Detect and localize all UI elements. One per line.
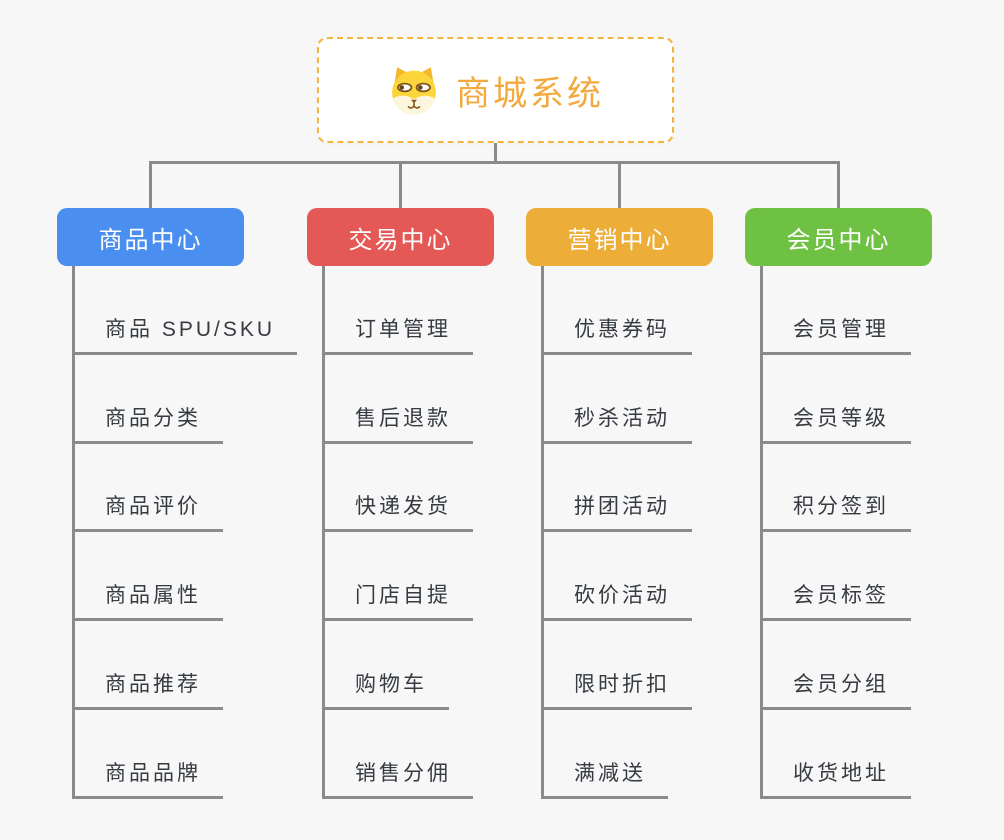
branch-member-center: 会员中心 会员管理 会员等级 积分签到 会员标签 会员分组 收货地址 (745, 208, 932, 799)
connector-drop-branch-3 (618, 161, 621, 208)
list-item: 商品推荐 (75, 621, 297, 710)
root-title: 商城系统 (456, 74, 604, 113)
leaf-topic[interactable]: 购物车 (325, 668, 449, 710)
leaf-list-product-center: 商品 SPU/SKU 商品分类 商品评价 商品属性 商品推荐 商品品牌 (72, 266, 298, 799)
list-item: 收货地址 (763, 710, 932, 799)
connector-bus (149, 161, 840, 164)
leaf-topic[interactable]: 售后退款 (325, 402, 473, 444)
leaf-topic[interactable]: 会员分组 (763, 668, 911, 710)
list-item: 订单管理 (325, 266, 494, 355)
list-item: 秒杀活动 (544, 355, 713, 444)
connector-drop-branch-1 (149, 161, 152, 208)
branch-trade-center: 交易中心 订单管理 售后退款 快递发货 门店自提 购物车 销售分佣 (307, 208, 494, 799)
branch-node-member-center[interactable]: 会员中心 (745, 208, 932, 266)
leaf-topic[interactable]: 商品品牌 (75, 757, 223, 799)
list-item: 积分签到 (763, 444, 932, 533)
branch-node-marketing-center[interactable]: 营销中心 (526, 208, 713, 266)
list-item: 会员管理 (763, 266, 932, 355)
leaf-topic[interactable]: 商品推荐 (75, 668, 223, 710)
leaf-topic[interactable]: 拼团活动 (544, 490, 692, 533)
connector-root-drop (494, 143, 497, 163)
dog-face-icon (392, 67, 436, 115)
leaf-topic[interactable]: 砍价活动 (544, 579, 692, 622)
leaf-topic[interactable]: 优惠券码 (544, 313, 692, 355)
connector-drop-branch-2 (399, 161, 402, 208)
leaf-topic[interactable]: 订单管理 (325, 313, 473, 355)
list-item: 快递发货 (325, 444, 494, 533)
leaf-topic[interactable]: 收货地址 (763, 757, 911, 799)
list-item: 商品评价 (75, 444, 297, 533)
leaf-list-marketing-center: 优惠券码 秒杀活动 拼团活动 砍价活动 限时折扣 满减送 (541, 266, 713, 799)
list-item: 会员等级 (763, 355, 932, 444)
leaf-topic[interactable]: 销售分佣 (325, 757, 473, 799)
branch-node-product-center[interactable]: 商品中心 (57, 208, 244, 266)
branch-node-trade-center[interactable]: 交易中心 (307, 208, 494, 266)
leaf-topic[interactable]: 商品分类 (75, 402, 223, 444)
list-item: 会员标签 (763, 532, 932, 622)
leaf-topic[interactable]: 积分签到 (763, 490, 911, 533)
list-item: 商品属性 (75, 532, 297, 622)
branch-product-center: 商品中心 商品 SPU/SKU 商品分类 商品评价 商品属性 商品推荐 商品品牌 (57, 208, 298, 799)
leaf-topic[interactable]: 快递发货 (325, 490, 473, 533)
leaf-list-member-center: 会员管理 会员等级 积分签到 会员标签 会员分组 收货地址 (760, 266, 932, 799)
list-item: 满减送 (544, 710, 713, 799)
leaf-topic[interactable]: 商品评价 (75, 490, 223, 533)
list-item: 售后退款 (325, 355, 494, 444)
leaf-topic[interactable]: 门店自提 (325, 579, 473, 622)
leaf-topic[interactable]: 限时折扣 (544, 668, 692, 710)
list-item: 会员分组 (763, 621, 932, 710)
list-item: 商品分类 (75, 355, 297, 444)
list-item: 砍价活动 (544, 532, 713, 622)
leaf-topic[interactable]: 会员标签 (763, 579, 911, 622)
leaf-topic[interactable]: 秒杀活动 (544, 402, 692, 444)
leaf-topic[interactable]: 满减送 (544, 757, 668, 799)
leaf-topic[interactable]: 会员等级 (763, 402, 911, 444)
list-item: 销售分佣 (325, 710, 494, 799)
list-item: 购物车 (325, 621, 494, 710)
leaf-list-trade-center: 订单管理 售后退款 快递发货 门店自提 购物车 销售分佣 (322, 266, 494, 799)
list-item: 优惠券码 (544, 266, 713, 355)
list-item: 拼团活动 (544, 444, 713, 533)
list-item: 限时折扣 (544, 621, 713, 710)
root-node[interactable]: 商城系统 (317, 37, 674, 143)
list-item: 商品品牌 (75, 710, 297, 799)
list-item: 商品 SPU/SKU (75, 266, 298, 355)
leaf-topic[interactable]: 商品属性 (75, 579, 223, 622)
leaf-topic[interactable]: 会员管理 (763, 313, 911, 355)
connector-drop-branch-4 (837, 161, 840, 208)
leaf-topic[interactable]: 商品 SPU/SKU (75, 313, 298, 355)
branch-marketing-center: 营销中心 优惠券码 秒杀活动 拼团活动 砍价活动 限时折扣 满减送 (526, 208, 713, 799)
list-item: 门店自提 (325, 532, 494, 622)
